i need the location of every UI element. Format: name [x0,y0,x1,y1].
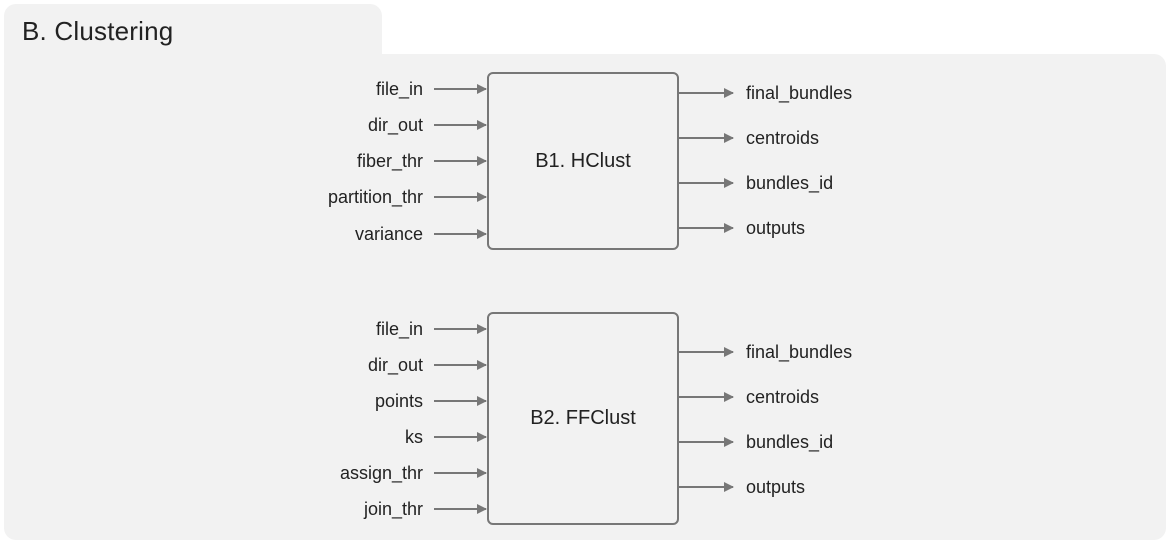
ffclust-input-dir-out: dir_out [367,355,423,375]
hclust-output-final-bundles: final_bundles [746,83,853,103]
ffclust-input-file-in: file_in [375,319,423,339]
ffclust-output-centroids: centroids [746,387,820,407]
hclust-block-label: B1. HClust [535,149,631,172]
ffclust-block-label: B2. FFClust [530,407,636,429]
ffclust-output-final-bundles: final_bundles [746,342,853,362]
ffclust-input-ks: ks [405,427,423,447]
hclust-input-partition-thr: partition_thr [327,187,423,207]
section-title: B. Clustering [22,16,174,46]
ffclust-output-bundles-id: bundles_id [746,432,834,452]
hclust-input-file-in: file_in [375,79,423,99]
hclust-input-fiber-thr: fiber_thr [356,151,423,171]
ffclust-block: B2. FFClust [487,312,679,525]
ffclust-output-outputs: outputs [746,477,806,497]
hclust-input-dir-out: dir_out [367,115,423,135]
hclust-input-variance: variance [354,224,423,244]
hclust-output-bundles-id: bundles_id [746,173,834,193]
ffclust-input-join-thr: join_thr [363,499,423,519]
ffclust-input-assign-thr: assign_thr [339,463,423,483]
hclust-output-outputs: outputs [746,218,806,238]
hclust-block: B1. HClust [487,72,679,250]
hclust-output-centroids: centroids [746,128,820,148]
ffclust-input-points: points [374,391,423,411]
